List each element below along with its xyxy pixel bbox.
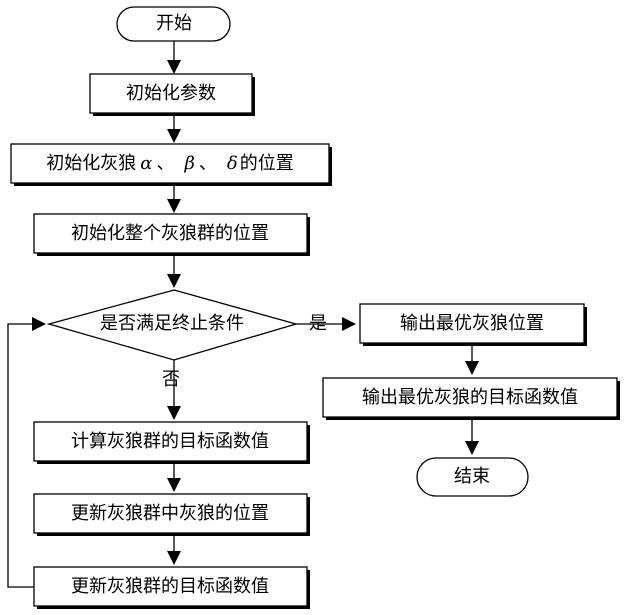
alpha-symbol: α <box>140 153 153 174</box>
box-init-leaders <box>10 143 330 184</box>
separator-1: 、 <box>156 153 175 174</box>
update-positions-label: 更新灰狼群中灰狼的位置 <box>71 503 269 524</box>
init-params-label: 初始化参数 <box>126 83 216 104</box>
box-output-best-position <box>359 303 585 344</box>
condition-label: 是否满足终止条件 <box>100 313 244 334</box>
no-label: 否 <box>162 369 180 390</box>
compute-fitness-label: 计算灰狼群的目标函数值 <box>71 431 269 452</box>
update-fitness-label: 更新灰狼群的目标函数值 <box>71 576 269 597</box>
box-update-positions <box>33 493 308 534</box>
output-best-position-label: 输出最优灰狼位置 <box>400 313 544 334</box>
init-leaders-prefix: 初始化灰狼 <box>46 153 137 174</box>
delta-symbol: δ <box>226 153 238 174</box>
box-output-best-fitness <box>322 377 618 418</box>
start-label: 开始 <box>156 13 192 34</box>
separator-2: 、 <box>198 153 217 174</box>
end-terminator <box>416 457 529 497</box>
init-leaders-suffix: 的位置 <box>239 153 294 174</box>
box-init-pack <box>33 213 308 254</box>
box-init-params <box>89 73 253 114</box>
loop-back-line <box>7 317 46 588</box>
end-label: 结束 <box>454 466 490 487</box>
init-pack-label: 初始化整个灰狼群的位置 <box>71 223 269 244</box>
box-compute-fitness <box>33 421 308 462</box>
beta-symbol: β <box>184 153 195 174</box>
box-update-fitness <box>33 566 308 607</box>
output-best-fitness-label: 输出最优灰狼的目标函数值 <box>362 387 578 408</box>
yes-label: 是 <box>309 313 327 334</box>
